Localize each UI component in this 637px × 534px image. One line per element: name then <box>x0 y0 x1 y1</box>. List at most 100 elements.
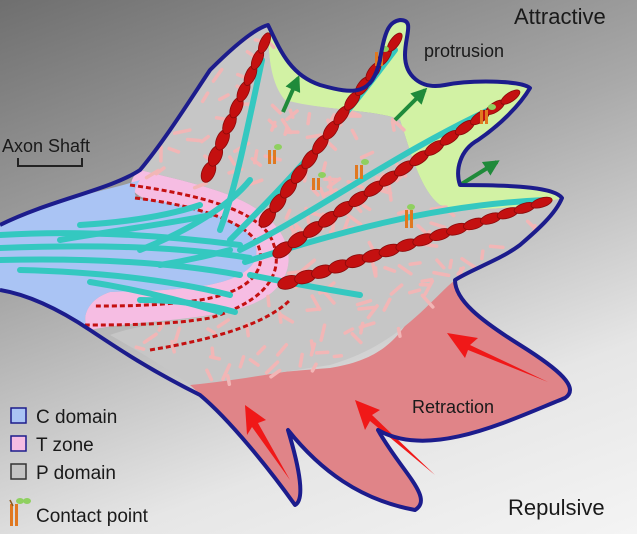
actin-filament <box>216 318 231 329</box>
actin-filament <box>460 256 477 270</box>
legend-swatch-t-zone <box>10 435 27 452</box>
actin-bundle-segment <box>500 89 521 105</box>
actin-filament <box>314 350 330 355</box>
actin-filament <box>199 134 210 144</box>
actin-filament <box>408 261 422 267</box>
actin-filament <box>248 357 260 367</box>
retraction-area <box>190 280 570 510</box>
actin-filament <box>359 150 375 160</box>
actin-filament <box>134 345 146 351</box>
actin-filament <box>298 352 304 368</box>
actin-filament <box>488 244 505 250</box>
legend-label-contact-point: Contact point <box>36 506 149 527</box>
actin-filament <box>389 283 404 296</box>
actin-filament <box>432 270 451 278</box>
actin-bundle-segment <box>258 32 271 54</box>
actin-filament <box>170 339 176 354</box>
actin-filament <box>423 279 435 296</box>
actin-filament <box>387 183 393 202</box>
actin-filament <box>266 294 271 308</box>
actin-filament <box>248 178 264 186</box>
actin-filament <box>284 208 292 220</box>
actin-filament <box>420 293 435 309</box>
actin-filament <box>429 221 447 230</box>
attractive-label: Attractive <box>514 4 606 29</box>
actin-filament <box>318 186 326 199</box>
p-domain <box>110 25 562 385</box>
actin-filament <box>208 355 222 361</box>
actin-filament <box>382 297 392 312</box>
actin-filament <box>252 149 259 165</box>
actin-filament <box>221 363 232 381</box>
actin-filament <box>325 139 338 152</box>
actin-filament <box>416 223 427 234</box>
actin-filament <box>270 120 277 132</box>
contact-point <box>268 144 282 164</box>
microtubules <box>0 47 548 315</box>
actin-filament <box>256 345 267 356</box>
actin-filament <box>370 259 378 278</box>
legend-label-t-zone: T zone <box>36 435 94 456</box>
actin-filament <box>448 258 454 270</box>
protrusion-label: protrusion <box>424 41 504 61</box>
actin-filament <box>214 115 229 122</box>
actin-filament <box>294 223 304 233</box>
actin-filament <box>172 128 192 135</box>
actin-filament <box>305 307 322 312</box>
actin-filament <box>283 125 289 137</box>
actin-filament <box>420 277 434 283</box>
actin-filament <box>300 258 317 272</box>
actin-filament <box>321 289 336 305</box>
growth-cone-outline <box>0 18 572 512</box>
actin-filament <box>310 294 322 312</box>
actin-filament <box>358 321 376 329</box>
legend-swatch-c-domain <box>10 407 27 424</box>
repulsive-label: Repulsive <box>508 495 605 520</box>
actin-filament <box>269 368 282 379</box>
actin-filament <box>167 146 181 154</box>
actin-filament <box>277 311 283 324</box>
contact-point-icon <box>9 498 31 526</box>
actin-filament <box>200 91 210 104</box>
actin-filament <box>350 128 359 141</box>
actin-filament <box>390 119 396 132</box>
actin-filament <box>205 368 214 382</box>
actin-filament <box>435 258 446 270</box>
legend-label-p-domain: P domain <box>36 463 116 484</box>
actin-filament <box>383 265 397 273</box>
actin-bundle-segment <box>386 32 403 53</box>
actin-filament <box>206 327 217 335</box>
actin-filament <box>278 312 295 324</box>
actin-filament <box>407 288 422 295</box>
actin-filament <box>185 137 202 143</box>
axon-shaft-bracket <box>17 158 83 167</box>
actin-bundle-segment <box>530 196 553 209</box>
actin-filament <box>217 93 230 102</box>
retraction-label: Retraction <box>412 397 494 417</box>
actin-filament <box>263 154 282 162</box>
contact-point <box>355 159 369 179</box>
actin-filament <box>270 103 282 115</box>
actin-filament <box>285 109 299 122</box>
actin-filament <box>390 117 406 132</box>
actin-filament <box>173 326 182 343</box>
actin-filament <box>306 111 312 126</box>
actin-filament <box>327 175 333 195</box>
actin-filament <box>346 213 363 226</box>
actin-filament <box>321 161 328 174</box>
legend-swatch-p-domain <box>10 463 27 480</box>
legend-label-c-domain: C domain <box>36 407 117 428</box>
actin-filament <box>355 298 373 307</box>
actin-filament <box>275 343 289 357</box>
contact-point <box>312 172 326 190</box>
actin-filament <box>429 205 448 212</box>
legend: C domain T zone P domain Contact point <box>9 407 149 527</box>
axon-shaft-label: Axon Shaft <box>2 136 90 156</box>
actin-filament <box>309 339 315 351</box>
actin-filament <box>357 305 376 311</box>
t-zone <box>85 170 289 330</box>
actin-filament <box>305 133 323 140</box>
actin-filament <box>228 155 237 166</box>
